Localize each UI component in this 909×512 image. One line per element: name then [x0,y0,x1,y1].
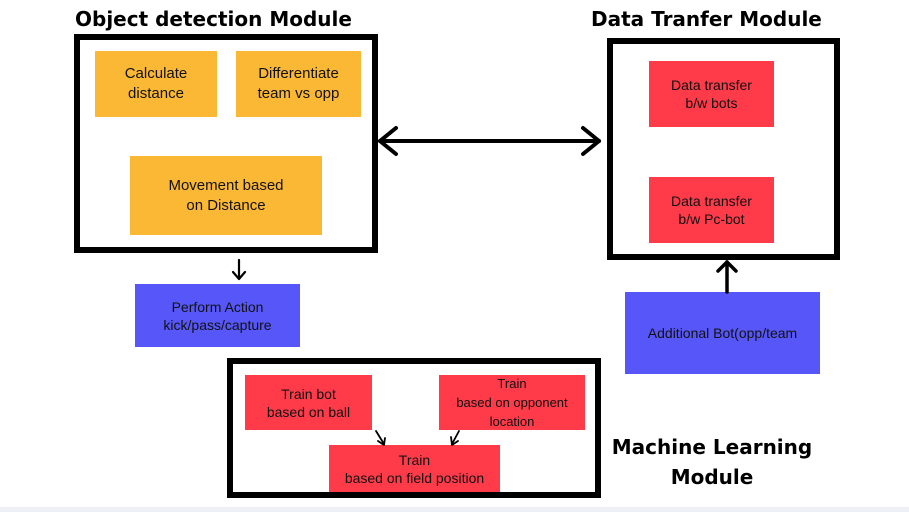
bidirectional-arrow [378,126,601,156]
differentiate-team-box: Differentiate team vs opp [236,51,361,117]
data-transfer-bots-box: Data transfer b/w bots [649,61,774,127]
data-transfer-pc-bot-box: Data transfer b/w Pc-bot [649,177,774,243]
train-opponent-box: Train based on opponent location [439,375,585,430]
down-arrow-to-action [231,258,247,281]
train-field-box: Train based on field position [329,445,500,492]
machine-learning-title: Machine Learning Module [611,435,813,489]
train-ball-box: Train bot based on ball [245,375,372,430]
additional-bot-box: Additional Bot(opp/team [625,292,820,374]
machine-learning-frame [227,358,601,498]
object-detection-title: Object detection Module [75,7,352,31]
perform-action-box: Perform Action kick/pass/capture [135,284,300,347]
movement-box: Movement based on Distance [130,156,322,235]
data-transfer-title: Data Tranfer Module [591,7,822,31]
calculate-distance-box: Calculate distance [95,51,217,117]
up-arrow-from-additional-bot [716,260,738,294]
object-detection-frame [74,34,378,253]
data-transfer-frame [607,38,840,260]
bottom-strip [0,507,909,512]
